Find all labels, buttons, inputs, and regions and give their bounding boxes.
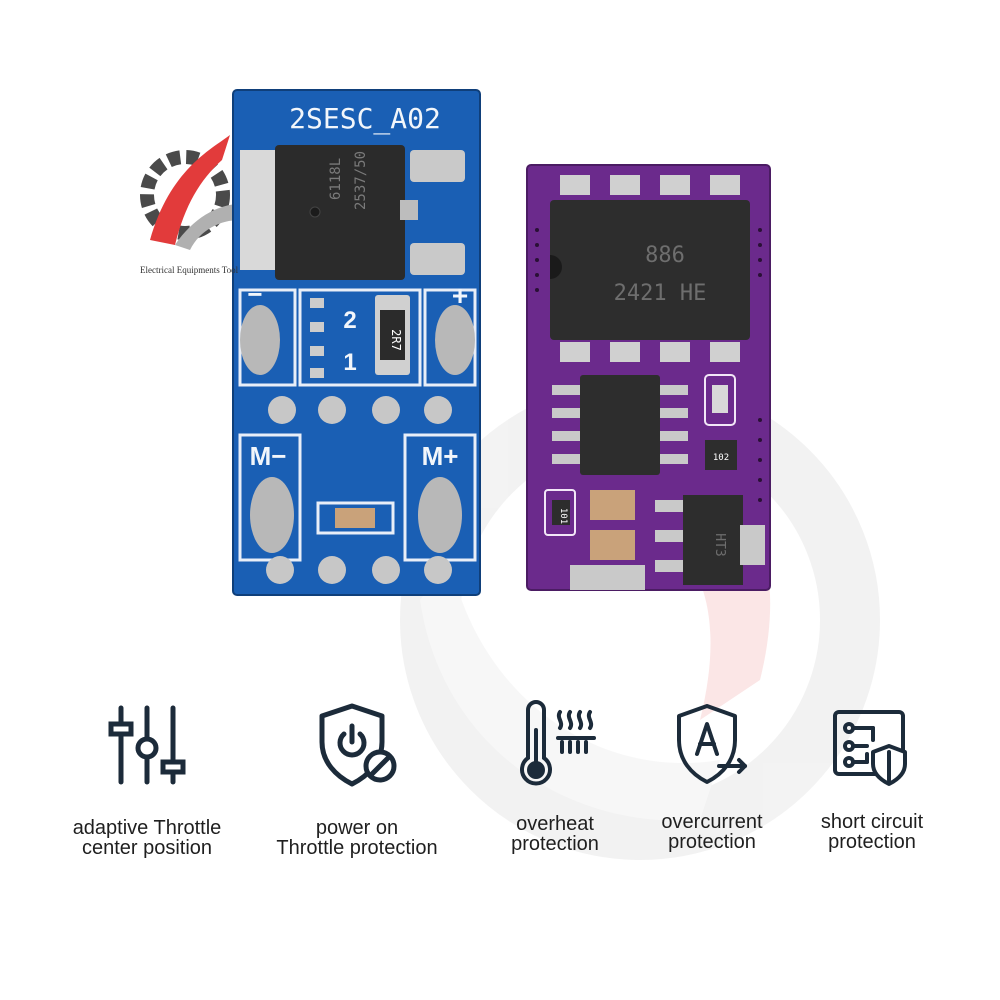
feature-label-line2: protection xyxy=(668,831,756,853)
feature-overcurrent-protection: overcurrent protection xyxy=(612,700,812,852)
blue-esc-board xyxy=(232,89,481,596)
power-plus-label: + xyxy=(452,280,468,311)
sliders-icon xyxy=(47,700,247,790)
feature-adaptive-throttle: adaptive Throttle center position xyxy=(47,700,247,858)
thermometer-heat-icon xyxy=(455,700,655,790)
feature-label-line1: short circuit xyxy=(820,811,924,833)
feature-label-line2: Throttle protection xyxy=(276,837,438,859)
resistor-marking: 2R7 xyxy=(389,329,403,351)
brand-logo-text: Electrical Equipments Tool xyxy=(140,265,239,275)
blue-board-title: 2SESC_A02 xyxy=(289,102,441,136)
feature-label-line2: center position xyxy=(81,837,213,859)
dip-ic-marking-line2: 2421 HE xyxy=(614,281,707,306)
power-minus-label: − xyxy=(247,279,262,309)
feature-label-line1: overheat xyxy=(516,813,594,835)
shield-ampere-icon xyxy=(612,700,812,790)
circuit-shield-icon xyxy=(772,700,972,790)
feature-label-line1: power on xyxy=(315,817,399,839)
mosfet-marking-line2: 2537/50 xyxy=(353,151,369,210)
silkscreen-2: 2 xyxy=(343,307,356,334)
feature-short-circuit-protection: short circuit protection xyxy=(772,700,972,852)
feature-overheat-protection: overheat protection xyxy=(455,700,655,854)
smd-101-marking: 101 xyxy=(558,508,568,524)
purple-control-board xyxy=(526,164,771,591)
feature-label-line1: overcurrent xyxy=(661,811,763,833)
motor-minus-label: M− xyxy=(250,441,287,471)
mosfet-marking-line1: 6118L xyxy=(328,158,344,200)
shield-power-icon xyxy=(257,700,457,790)
smd-102-marking: 102 xyxy=(713,453,729,463)
brand-logo xyxy=(140,135,250,250)
dip-ic-marking-line1: 886 xyxy=(645,243,685,268)
silkscreen-1: 1 xyxy=(343,349,356,376)
feature-label-line1: adaptive Throttle xyxy=(72,817,222,839)
regulator-marking: HT3 xyxy=(712,533,727,556)
motor-plus-label: M+ xyxy=(422,441,459,471)
feature-label-line2: protection xyxy=(511,833,599,855)
feature-label-line2: protection xyxy=(828,831,916,853)
feature-power-on-protection: power on Throttle protection xyxy=(257,700,457,858)
